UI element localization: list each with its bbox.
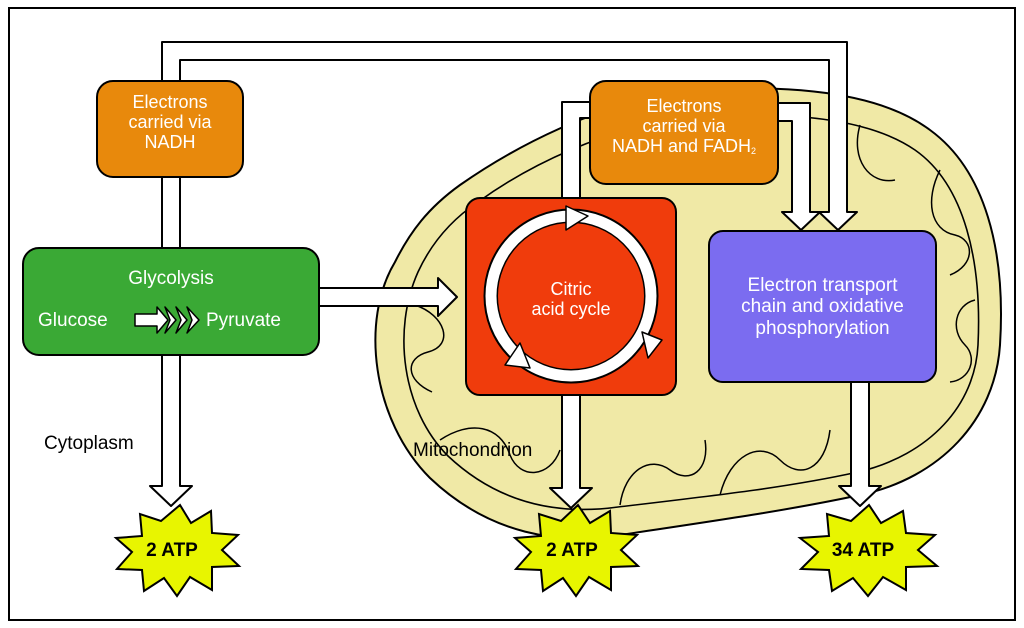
fadh-line-2: carried via [642,116,726,137]
fadh-line-1: Electrons [646,96,722,116]
fadh-box-label: Electrons carried via NADH and FADH2 [590,96,778,156]
nadh-line-1: Electrons [132,92,208,112]
glycolysis-vertical-connector [161,175,181,251]
fadh-line-3-text: NADH and FADH [611,136,752,157]
crista [930,169,971,276]
crista [410,304,445,393]
glycolysis-title: Glycolysis [128,268,214,289]
glycolysis-to-citric-arrow [317,277,458,317]
small-arrow [186,306,200,334]
nadh-line-2: carried via [128,112,212,133]
nadh-box-label: Electrons carried via NADH [97,92,243,152]
crista [719,429,831,496]
nadh-line-3: NADH [144,132,196,153]
mitochondrion-label: Mitochondrion [413,440,533,461]
citric-line-2: acid cycle [531,299,611,320]
atp-burst-citric [512,503,641,598]
crista [949,299,976,383]
etc-line-1: Electron transport [747,275,898,296]
cycle-arrowhead [641,331,663,359]
etc-to-atp-arrow [838,381,882,507]
atp-burst-etc [797,503,940,598]
mitochondrion-inner-membrane [403,114,980,511]
small-arrow [134,306,169,334]
etc-line-2: chain and oxidative [741,296,904,318]
fadh-subscript: 2 [751,146,757,157]
fadh-to-etc-arrow [775,102,821,231]
cycle-arrowhead [565,205,589,231]
etc-box [708,230,937,383]
citric-line-1: Citric [550,279,592,299]
fadh-box [589,80,779,185]
citric-cycle-ring [483,205,663,384]
glucose-to-pyruvate-arrows [134,306,200,334]
cytoplasm-label: Cytoplasm [44,433,134,454]
crista [856,124,896,182]
atp-label-citric: 2 ATP [546,540,598,561]
atp-burst-glycolysis [113,503,242,598]
citric-to-atp-arrow [549,394,593,509]
glycolysis-box [22,247,320,356]
cycle-center [498,223,644,369]
nadh-box [96,80,244,178]
glycolysis-to-atp-arrow [149,354,193,507]
crista [619,439,707,506]
citric-acid-label: Citric acid cycle [511,279,631,319]
small-arrow [164,306,177,334]
glucose-label: Glucose [38,310,108,331]
crista [439,427,561,474]
etc-label: Electron transport chain and oxidative p… [709,275,936,339]
fadh-line-3: NADH and FADH2 [590,136,778,156]
nadh-to-etc-connector [161,41,858,231]
etc-line-3: phosphorylation [755,317,890,339]
small-arrow [175,306,188,334]
atp-label-etc: 34 ATP [831,540,895,561]
atp-label-glycolysis: 2 ATP [146,540,198,561]
pyruvate-label: Pyruvate [206,310,281,331]
cycle-arrowhead [504,342,531,369]
